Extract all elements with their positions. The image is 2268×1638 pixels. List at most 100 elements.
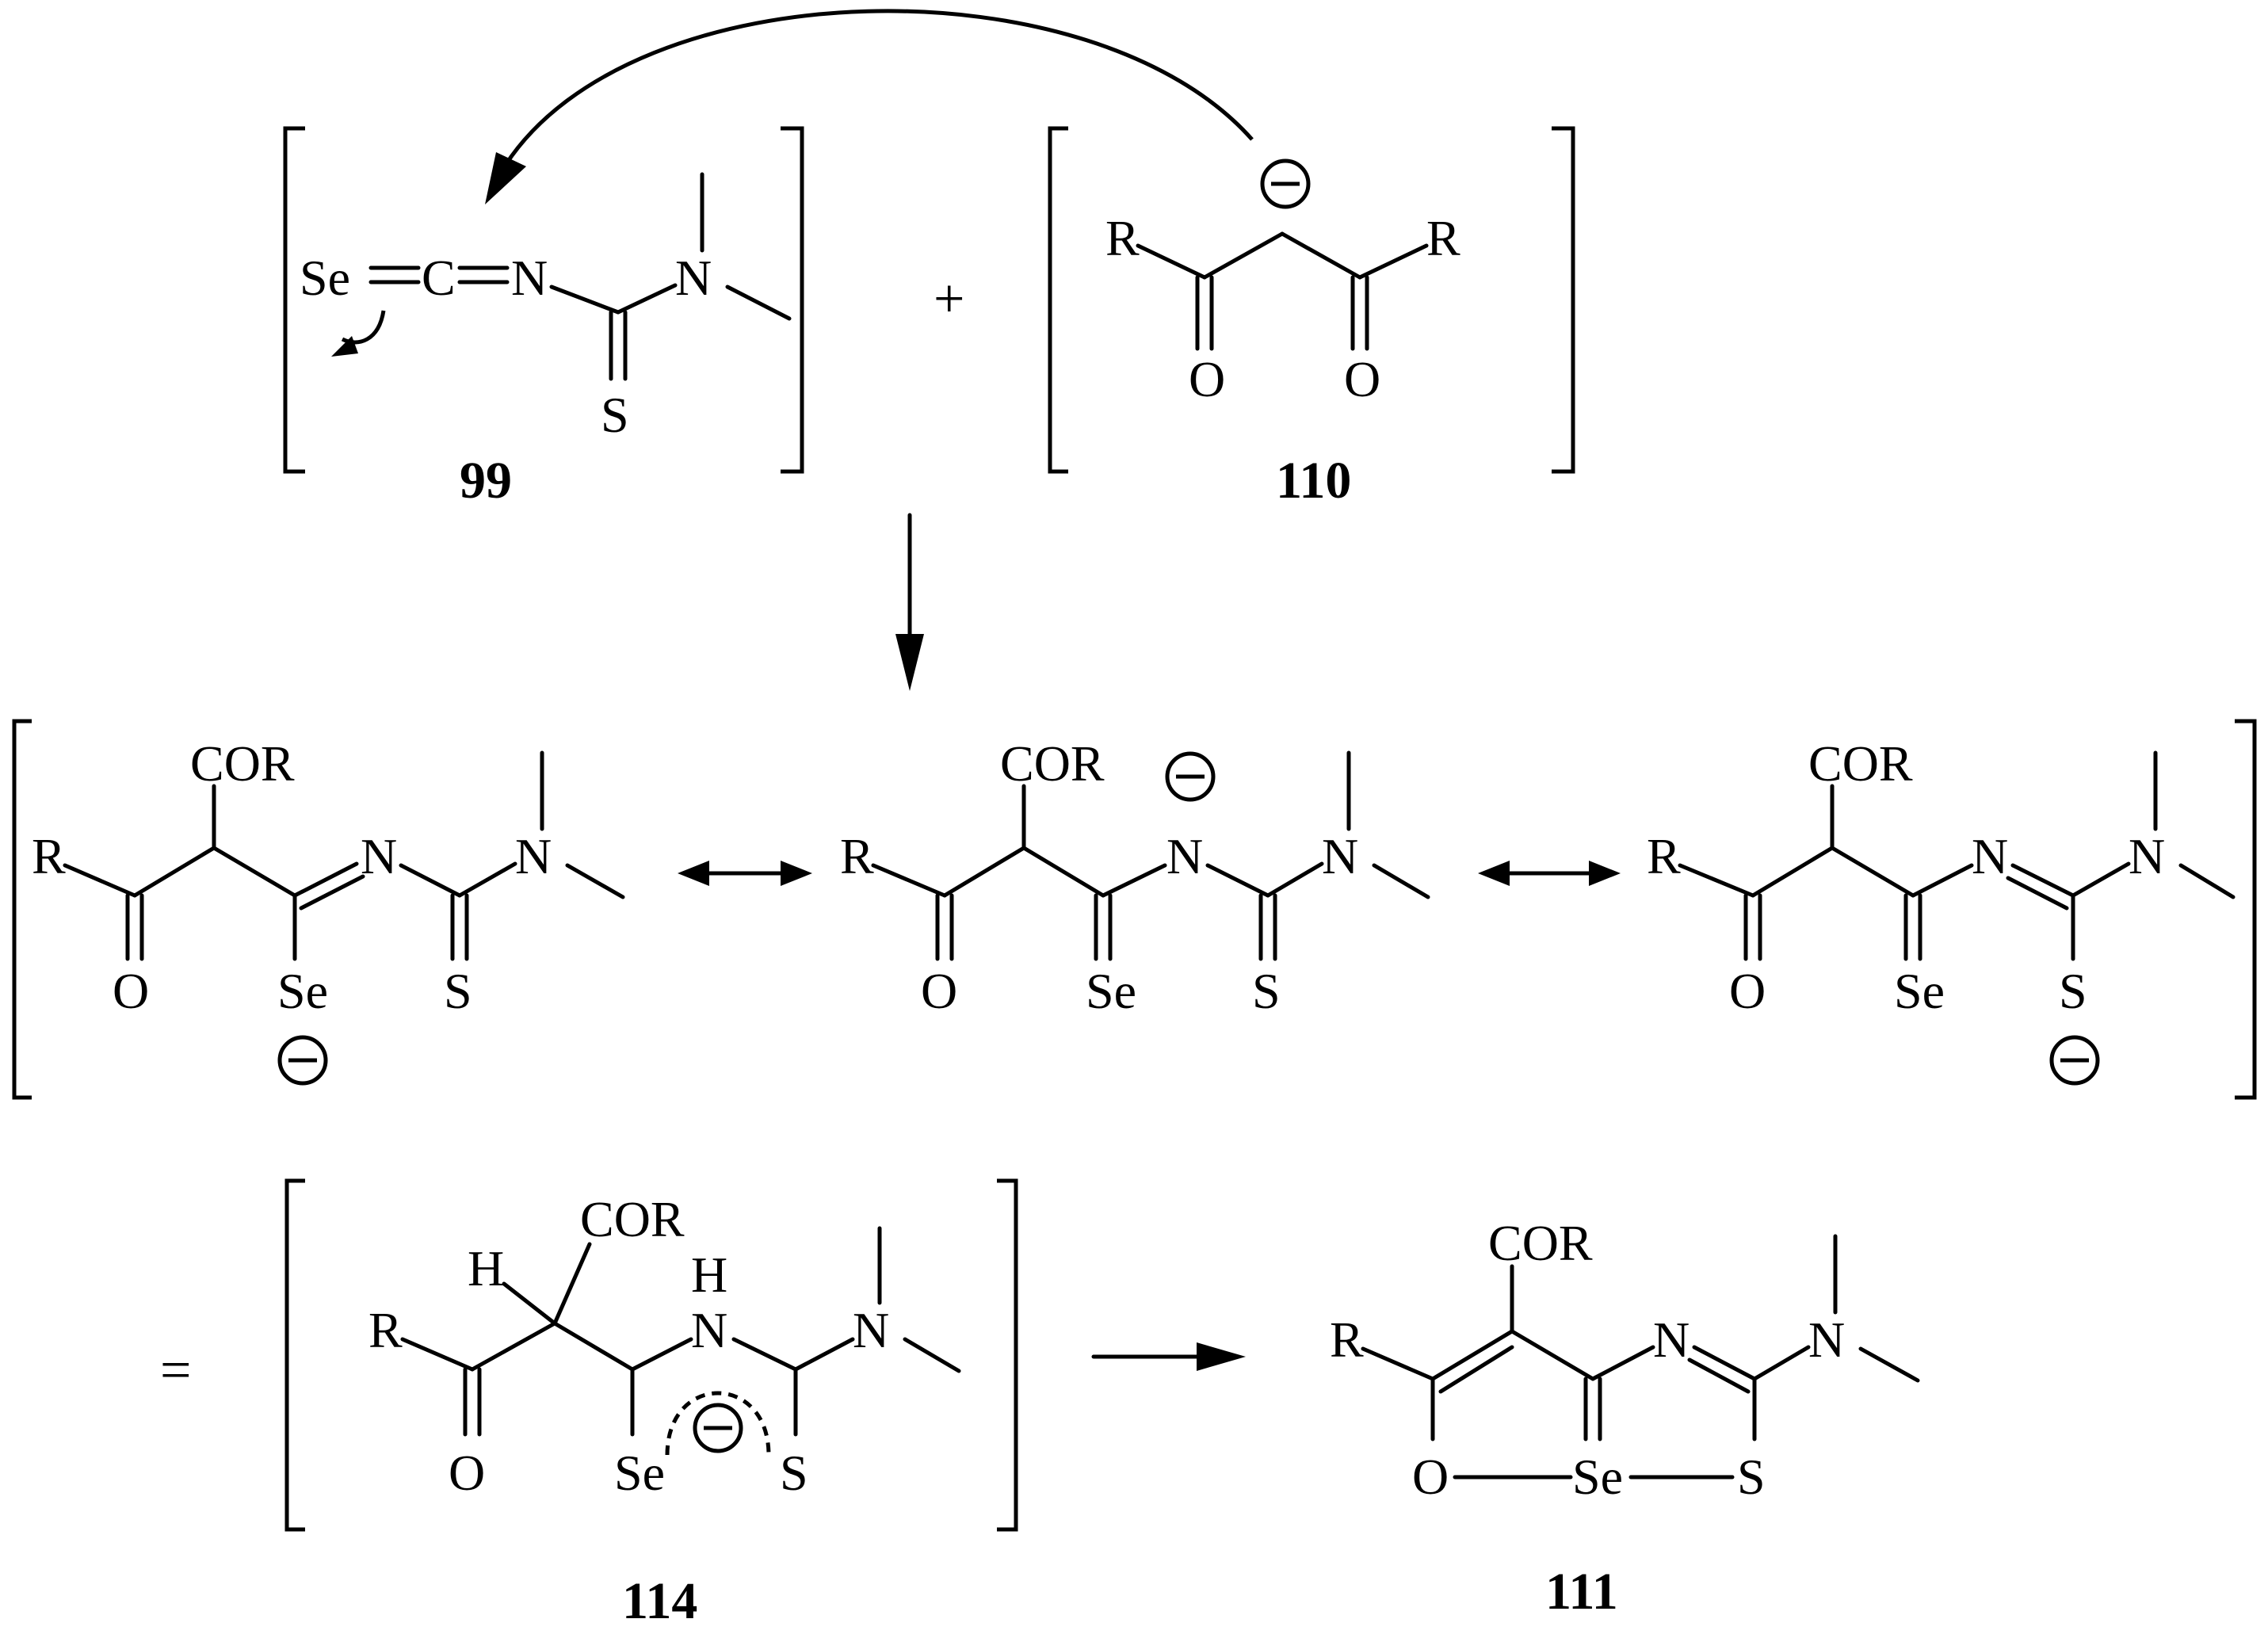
label-114: 114 bbox=[622, 1572, 697, 1630]
bracket-114-right bbox=[997, 1178, 1018, 1532]
form-c-o: O bbox=[1729, 963, 1766, 1019]
label-110: 110 bbox=[1276, 452, 1351, 510]
form-c-bond-c-n2 bbox=[2071, 861, 2131, 898]
form-a-n2: N bbox=[515, 828, 552, 884]
form-a-o: O bbox=[113, 963, 149, 1019]
attack-arrow-head bbox=[485, 152, 526, 204]
equals-sign: = bbox=[160, 1340, 191, 1401]
i114-bond-n2-right bbox=[903, 1337, 961, 1373]
plus-sign: + bbox=[934, 269, 964, 330]
atom-s: S bbox=[601, 387, 629, 443]
form-a-r: R bbox=[32, 828, 66, 884]
p111-bond-c-n2 bbox=[1752, 1345, 1811, 1381]
form-b-bond-ch-c bbox=[1021, 846, 1105, 898]
atom-o-right: O bbox=[1344, 351, 1380, 407]
atom-n: N bbox=[511, 250, 548, 306]
i114-s: S bbox=[780, 1445, 808, 1501]
i114-cor: COR bbox=[580, 1191, 685, 1247]
i114-bond-c-n2 bbox=[793, 1337, 855, 1372]
bracket-resonance-right bbox=[2235, 719, 2257, 1100]
bond-n2-methyl-right bbox=[725, 284, 792, 321]
atom-r-right: R bbox=[1426, 210, 1460, 266]
bond-r-c1 bbox=[1136, 243, 1207, 280]
p111-bond-r bbox=[1361, 1346, 1435, 1381]
i114-negative-charge-icon bbox=[693, 1403, 743, 1453]
attack-arrow bbox=[503, 9, 1254, 166]
form-c-bond-n-c-1 bbox=[2010, 863, 2075, 898]
i114-n: N bbox=[691, 1302, 727, 1358]
form-b-bond-n-c bbox=[1205, 863, 1270, 898]
bracket-resonance-left bbox=[12, 719, 32, 1100]
negative-charge-icon bbox=[1260, 158, 1311, 209]
form-c-bond-c1-ch bbox=[1751, 846, 1835, 898]
form-a-bond-c1-ch bbox=[132, 846, 216, 898]
p111-bond-c5-c4-1 bbox=[1430, 1329, 1514, 1381]
atom-se: Se bbox=[300, 250, 350, 306]
reaction-arrow-down-head bbox=[895, 634, 924, 691]
form-b-se: Se bbox=[1086, 963, 1136, 1019]
form-b-s: S bbox=[1252, 963, 1281, 1019]
i114-r: R bbox=[368, 1302, 403, 1358]
form-a-bond-r bbox=[63, 863, 137, 898]
p111-s: S bbox=[1737, 1449, 1766, 1505]
p111-bond-n-c-1 bbox=[1692, 1345, 1757, 1381]
i114-n2: N bbox=[853, 1302, 889, 1358]
form-b-bond-c1-ch bbox=[942, 846, 1026, 898]
form-a-negative-charge-icon bbox=[277, 1035, 328, 1086]
i114-o: O bbox=[449, 1445, 485, 1501]
form-a-bond-c-n-2 bbox=[299, 874, 365, 911]
form-b-bond-r bbox=[871, 863, 947, 898]
form-b-negative-charge-icon bbox=[1165, 751, 1216, 802]
form-b-n: N bbox=[1166, 828, 1203, 884]
form-c-n2: N bbox=[2129, 828, 2165, 884]
form-a-cor: COR bbox=[190, 735, 295, 792]
form-c-bond-c-n bbox=[1911, 863, 1974, 898]
form-c-negative-charge-icon bbox=[2049, 1035, 2100, 1086]
form-a-bond-n2-right bbox=[565, 863, 625, 899]
form-a-n: N bbox=[361, 828, 397, 884]
resonance-form-a: COR R N N O Se S bbox=[32, 735, 625, 1086]
intermediate-114: COR H R H N N O Se S 114 bbox=[284, 1178, 1018, 1630]
label-99: 99 bbox=[460, 452, 512, 510]
atom-c: C bbox=[422, 250, 456, 306]
form-c-r: R bbox=[1647, 828, 1681, 884]
form-c-cor: COR bbox=[1808, 735, 1913, 792]
p111-r: R bbox=[1330, 1312, 1364, 1368]
i114-bond-c1-ch bbox=[470, 1321, 557, 1372]
form-b-bond-n2-right bbox=[1372, 863, 1430, 899]
resonance-arrow-2 bbox=[1478, 861, 1621, 886]
i114-h-left: H bbox=[468, 1240, 504, 1296]
i114-bond-ch-c bbox=[552, 1321, 635, 1372]
form-c-se: Se bbox=[1894, 963, 1945, 1019]
p111-bond-c4-c3 bbox=[1510, 1329, 1595, 1381]
p111-bond-c5-c4-2 bbox=[1438, 1345, 1514, 1394]
p111-cor: COR bbox=[1488, 1215, 1593, 1271]
atom-r-left: R bbox=[1105, 210, 1140, 266]
bracket-114-left bbox=[284, 1178, 305, 1532]
form-b-bond-c-n2 bbox=[1266, 861, 1324, 898]
form-a-s: S bbox=[444, 963, 472, 1019]
i114-bond-n-c bbox=[731, 1337, 798, 1372]
form-b-cor: COR bbox=[1000, 735, 1105, 792]
i114-se: Se bbox=[614, 1445, 665, 1501]
bracket-110-left bbox=[1048, 126, 1068, 474]
reagent-99: Se C N N S 99 bbox=[283, 126, 804, 510]
electron-push-head bbox=[331, 336, 358, 357]
reaction-arrow-right-head bbox=[1197, 1342, 1246, 1371]
atom-o-left: O bbox=[1189, 351, 1225, 407]
p111-bond-n2-right bbox=[1858, 1346, 1920, 1383]
bond-c2-r bbox=[1357, 243, 1429, 280]
bracket-99-right bbox=[781, 126, 804, 474]
i114-delocalized-charge bbox=[665, 1391, 771, 1456]
form-b-r: R bbox=[840, 828, 874, 884]
form-b-n2: N bbox=[1322, 828, 1358, 884]
p111-bond-n-c-2 bbox=[1687, 1357, 1751, 1394]
form-a-bond-c-n2 bbox=[457, 861, 517, 898]
resonance-form-b: COR R N N O Se S bbox=[840, 735, 1430, 1019]
bond-n-c bbox=[549, 284, 620, 315]
bracket-110-right bbox=[1552, 126, 1575, 474]
form-c-bond-n-c-2 bbox=[2006, 876, 2069, 911]
label-111: 111 bbox=[1545, 1563, 1618, 1621]
bond-c1-ch bbox=[1202, 231, 1285, 280]
